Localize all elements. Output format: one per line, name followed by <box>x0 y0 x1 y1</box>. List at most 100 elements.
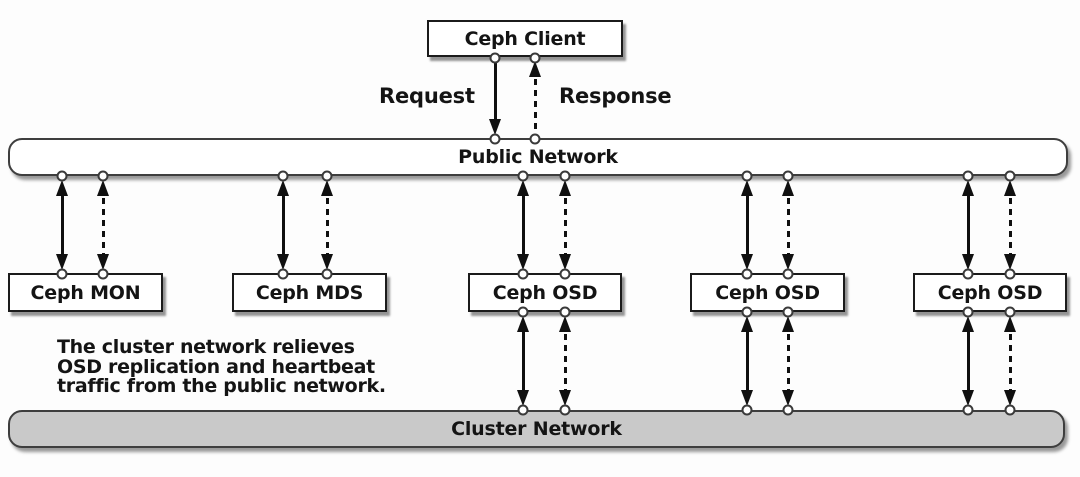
arrow-line <box>563 323 567 399</box>
connection-point-dot <box>321 170 333 182</box>
arrow-public-osd3-dashed <box>1002 180 1018 270</box>
connection-point-dot <box>529 52 541 64</box>
ceph-client-label: Ceph Client <box>464 27 586 50</box>
annotation-line: OSD replication and heartbeat <box>57 355 375 378</box>
arrowhead-up-icon <box>741 180 753 196</box>
connection-point-dot <box>517 268 529 280</box>
connection-point-dot <box>1004 306 1016 318</box>
arrow-line <box>745 323 749 399</box>
connection-point-dot <box>559 404 571 416</box>
response-label: Response <box>559 84 672 108</box>
connection-point-dot <box>559 268 571 280</box>
node-label: Ceph MON <box>30 281 141 304</box>
arrowhead-down-icon <box>782 254 794 270</box>
arrowhead-up-icon <box>517 316 529 332</box>
arrow-osd1-cluster-dashed <box>557 316 573 406</box>
arrow-line <box>563 187 567 263</box>
annotation-text: The cluster network relieves OSD replica… <box>57 337 386 397</box>
response-arrow <box>527 61 543 135</box>
arrowhead-up-icon <box>1004 316 1016 332</box>
request-arrow <box>487 61 503 135</box>
arrowhead-down-icon <box>962 390 974 406</box>
connection-point-dot <box>277 268 289 280</box>
arrowhead-down-icon <box>559 390 571 406</box>
node-label: Ceph MDS <box>255 281 364 304</box>
arrow-public-mds-dashed <box>319 180 335 270</box>
arrow-public-mon-dashed <box>95 180 111 270</box>
arrow-public-osd1-solid <box>515 180 531 270</box>
arrowhead-up-icon <box>962 316 974 332</box>
arrow-osd2-cluster-solid <box>739 316 755 406</box>
arrow-line <box>745 187 749 263</box>
arrowhead-up-icon <box>529 61 541 77</box>
connection-point-dot <box>1004 268 1016 280</box>
connection-point-dot <box>782 268 794 280</box>
arrowhead-down-icon <box>277 254 289 270</box>
connection-point-dot <box>741 268 753 280</box>
node-label: Ceph OSD <box>715 281 820 304</box>
public-network-label: Public Network <box>458 146 618 168</box>
connection-point-dot <box>489 133 501 145</box>
connection-point-dot <box>529 133 541 145</box>
arrow-line <box>786 323 790 399</box>
arrow-line <box>60 187 64 263</box>
arrowhead-down-icon <box>962 254 974 270</box>
arrow-osd2-cluster-dashed <box>780 316 796 406</box>
arrow-public-osd2-solid <box>739 180 755 270</box>
cluster-network-label: Cluster Network <box>451 418 622 440</box>
connection-point-dot <box>962 268 974 280</box>
arrowhead-down-icon <box>559 254 571 270</box>
arrowhead-down-icon <box>97 254 109 270</box>
arrowhead-down-icon <box>1004 254 1016 270</box>
connection-point-dot <box>517 170 529 182</box>
arrowhead-up-icon <box>321 180 333 196</box>
connection-point-dot <box>741 404 753 416</box>
arrow-public-mds-solid <box>275 180 291 270</box>
connection-point-dot <box>97 170 109 182</box>
arrowhead-up-icon <box>782 180 794 196</box>
arrow-public-osd3-solid <box>960 180 976 270</box>
connection-point-dot <box>559 170 571 182</box>
ceph-client-box: Ceph Client <box>427 20 623 57</box>
arrowhead-down-icon <box>517 254 529 270</box>
arrow-line <box>966 187 970 263</box>
arrow-line <box>1008 187 1012 263</box>
connection-point-dot <box>517 404 529 416</box>
node-label: Ceph OSD <box>937 281 1043 304</box>
connection-point-dot <box>1004 170 1016 182</box>
connection-point-dot <box>1004 404 1016 416</box>
cluster-network-bar: Cluster Network <box>8 410 1065 448</box>
connection-point-dot <box>741 170 753 182</box>
connection-point-dot <box>517 306 529 318</box>
arrowhead-up-icon <box>559 316 571 332</box>
arrow-public-mon-solid <box>54 180 70 270</box>
arrow-osd3-cluster-solid <box>960 316 976 406</box>
arrowhead-up-icon <box>962 180 974 196</box>
connection-point-dot <box>962 404 974 416</box>
arrowhead-down-icon <box>1004 390 1016 406</box>
connection-point-dot <box>489 52 501 64</box>
arrow-osd1-cluster-solid <box>515 316 531 406</box>
node-box-ceph-mon: Ceph MON <box>8 273 163 312</box>
arrowhead-down-icon <box>782 390 794 406</box>
arrowhead-down-icon <box>489 119 501 135</box>
arrowhead-down-icon <box>517 390 529 406</box>
arrow-line <box>966 323 970 399</box>
arrow-line <box>521 187 525 263</box>
arrowhead-up-icon <box>56 180 68 196</box>
arrow-line <box>325 187 329 263</box>
arrowhead-down-icon <box>56 254 68 270</box>
node-box-ceph-osd2: Ceph OSD <box>690 273 845 312</box>
connection-point-dot <box>56 170 68 182</box>
connection-point-dot <box>321 268 333 280</box>
arrow-line <box>493 61 497 128</box>
arrow-line <box>101 187 105 263</box>
request-label: Request <box>379 84 475 108</box>
connection-point-dot <box>962 170 974 182</box>
node-box-ceph-osd3: Ceph OSD <box>913 273 1067 312</box>
arrow-public-osd2-dashed <box>780 180 796 270</box>
connection-point-dot <box>782 404 794 416</box>
node-box-ceph-mds: Ceph MDS <box>232 273 387 312</box>
arrowhead-up-icon <box>1004 180 1016 196</box>
